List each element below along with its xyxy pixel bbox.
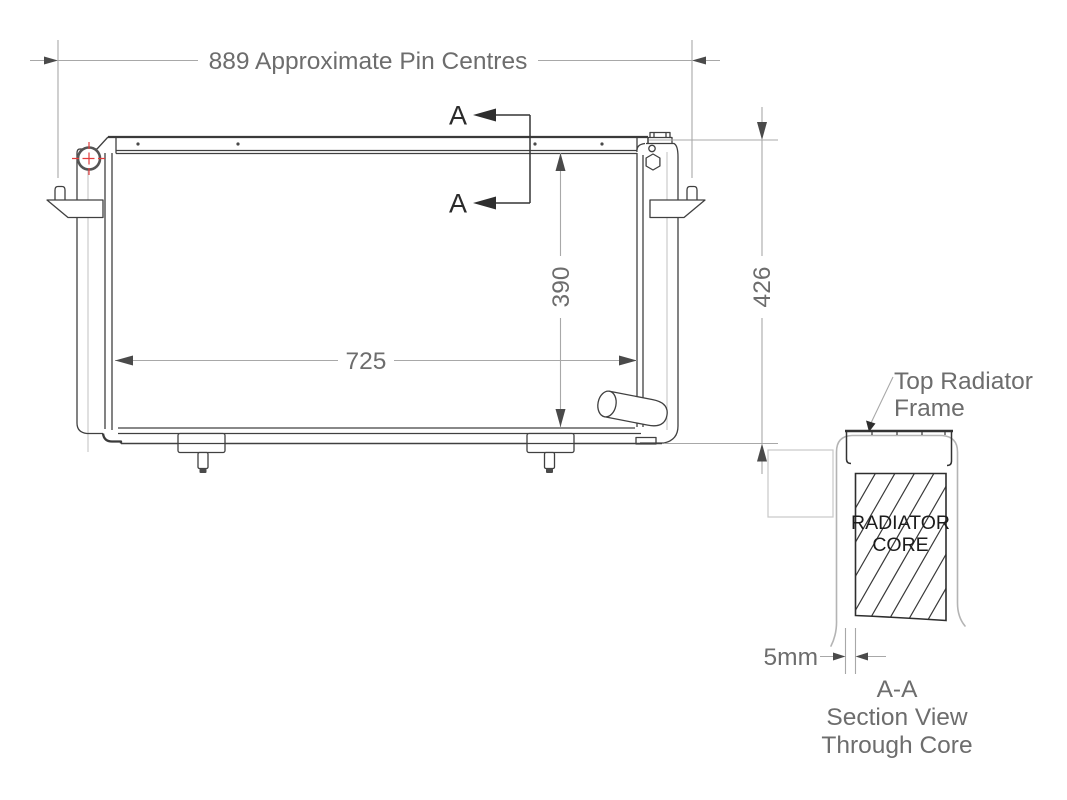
section-marker-label-bottom: A xyxy=(449,189,467,219)
rivet-dot xyxy=(236,142,240,146)
section-view-caption: A-A Section View Through Core xyxy=(821,676,972,759)
rivet-dot xyxy=(136,142,140,146)
dim-core-height: 390 xyxy=(548,153,575,427)
radiator-front-view xyxy=(46,131,706,473)
top-frame-profile xyxy=(845,429,953,467)
outlet-pipe xyxy=(597,390,668,427)
hex-fitting-icon xyxy=(645,153,661,171)
dim-core-width-label: 725 xyxy=(346,348,387,375)
mounting-bracket-bottom-left xyxy=(177,432,226,473)
mounting-bracket-bottom-right xyxy=(526,432,575,473)
dim-pin-centres: 889 Approximate Pin Centres xyxy=(30,40,720,178)
dim-pin-centres-label: 889 Approximate Pin Centres xyxy=(209,48,528,75)
dim-overall-height: 426 xyxy=(649,107,778,474)
mounting-pin-bottom-right xyxy=(543,451,556,470)
filler-cap xyxy=(647,131,673,144)
core-label-line2: CORE xyxy=(872,534,928,556)
section-arrow-top-icon xyxy=(473,108,496,122)
left-tank-foot xyxy=(101,433,123,444)
dim-overall-height-label: 426 xyxy=(749,267,776,308)
caption-line2: Section View xyxy=(826,704,967,731)
overflow-hole xyxy=(648,144,656,153)
section-arrow-bottom-icon xyxy=(473,196,496,210)
callout-line2: Frame xyxy=(894,395,965,422)
top-frame xyxy=(96,135,649,155)
leader-arrow-icon xyxy=(866,420,876,432)
core-outline xyxy=(854,472,947,622)
phantom-outline xyxy=(767,449,834,518)
caption-line3: Through Core xyxy=(821,732,972,759)
mounting-bracket-top-left xyxy=(46,185,104,219)
callout-line1: Top Radiator xyxy=(894,368,1033,395)
crosshair-marker xyxy=(72,142,105,175)
top-frame-callout: Top Radiator Frame xyxy=(866,368,1033,432)
dim-core-height-label: 390 xyxy=(548,267,575,308)
caption-line1: A-A xyxy=(877,676,919,703)
dim-frame-core-gap-label: 5mm xyxy=(764,644,818,671)
section-marker-label-top: A xyxy=(449,101,467,131)
section-view: RADIATOR CORE Top Radiator Frame 5mm A-A… xyxy=(764,368,1033,759)
tank-outline xyxy=(830,434,966,647)
rivet-dot xyxy=(600,142,604,146)
dim-frame-core-gap: 5mm xyxy=(764,628,886,674)
mounting-pin-bottom-left xyxy=(197,451,209,470)
rivet-dot xyxy=(533,142,537,146)
mounting-pin-top-right xyxy=(686,185,698,200)
mounting-bracket-top-right xyxy=(649,185,706,219)
dim-core-width: 725 xyxy=(115,348,637,375)
left-tank xyxy=(76,148,123,444)
mounting-pin-top-left xyxy=(54,185,66,200)
core-label-line1: RADIATOR xyxy=(851,512,950,534)
section-cut-marker: A A xyxy=(449,101,531,219)
core-hatching xyxy=(855,473,946,621)
